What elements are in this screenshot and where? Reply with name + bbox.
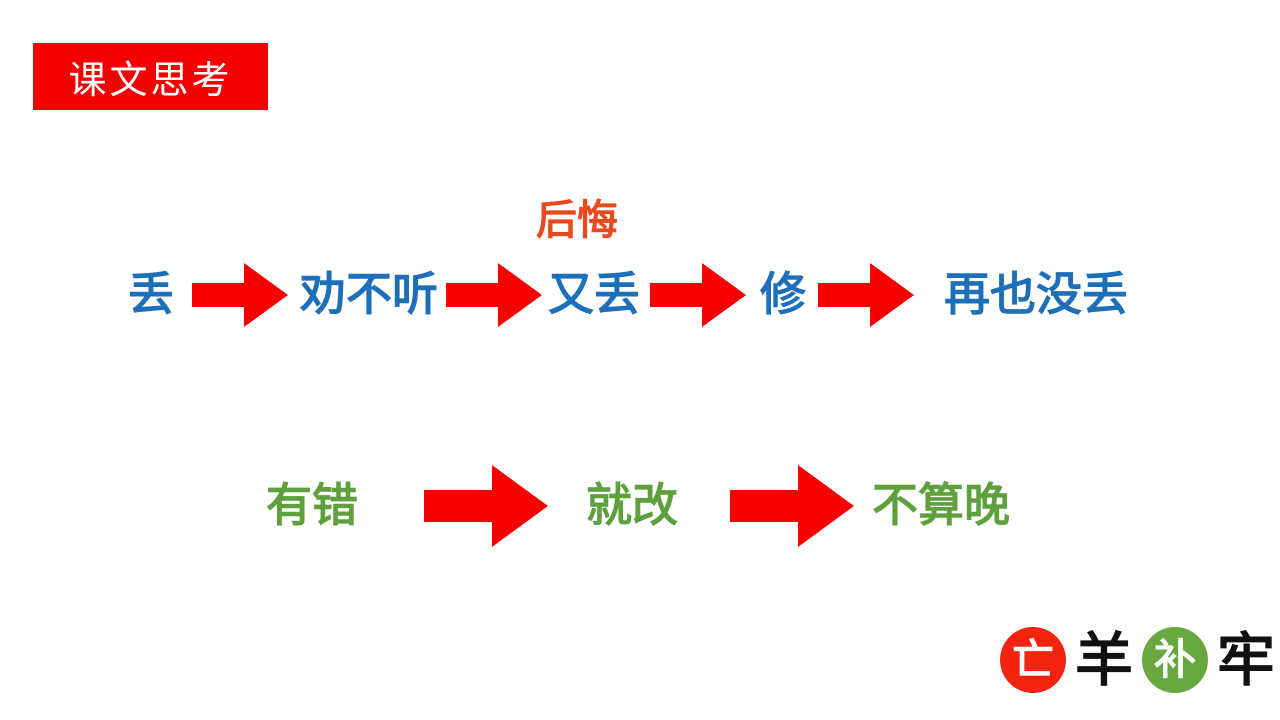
flow-row-moral: 有错 就改 不算晚: [266, 458, 1010, 554]
arrow-right-icon: [424, 465, 548, 547]
flow1-step-ignored-advice: 劝不听: [300, 269, 438, 320]
logo-char-bu-green-circle: 补: [1142, 627, 1209, 693]
title-box: 课文思考: [33, 43, 268, 110]
arrow-right-icon: [192, 263, 288, 327]
flow1-step-lost-again: 又丢: [548, 269, 640, 320]
logo-char-lao: 牢: [1217, 626, 1276, 694]
arrow-right-icon: [818, 263, 914, 327]
flow1-step-lost: 丢: [128, 269, 174, 320]
regret-label: 后悔: [536, 197, 618, 243]
slide-title: 课文思考: [68, 60, 233, 102]
flow1-step-never-lost-again: 再也没丢: [944, 269, 1128, 320]
flow2-step-has-fault: 有错: [266, 480, 358, 531]
logo-char-yang: 羊: [1075, 626, 1134, 694]
arrow-right-icon: [446, 263, 542, 327]
arrow-right-icon: [650, 263, 746, 327]
flow2-step-not-too-late: 不算晚: [872, 480, 1010, 531]
arrow-right-icon: [730, 465, 854, 547]
logo-wangyangbulao: 亡 羊 补 牢: [1000, 618, 1275, 702]
logo-char-wang-red-circle: 亡: [1000, 627, 1066, 693]
flow2-step-correct-it: 就改: [586, 480, 678, 531]
flow-row-story: 丢 劝不听 又丢 修 再也没丢: [128, 256, 1128, 334]
flow1-step-repair: 修: [760, 269, 806, 320]
